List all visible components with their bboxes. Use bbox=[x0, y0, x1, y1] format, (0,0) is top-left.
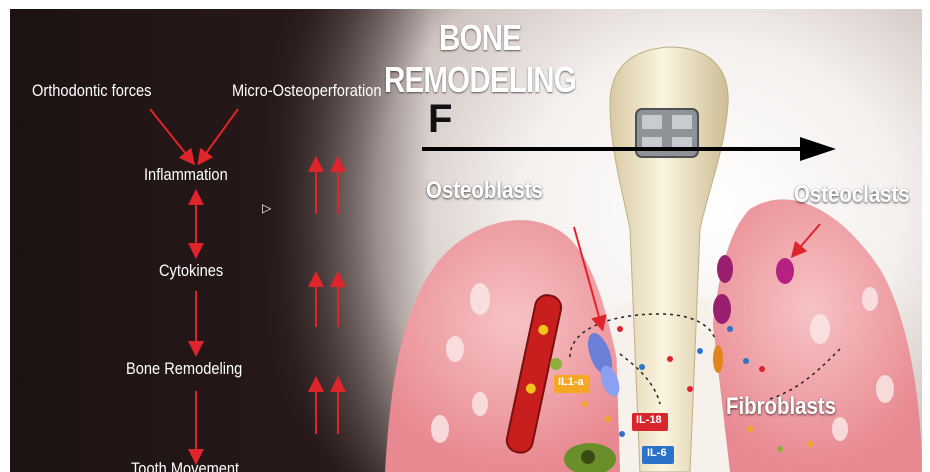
diagram-frame: BONE REMODELING Orthodontic forces Micro… bbox=[10, 9, 922, 472]
il1a-tag: IL1-a bbox=[558, 376, 584, 388]
bone-remodeling-label: Bone Remodeling bbox=[126, 359, 242, 379]
diagram-title: BONE REMODELING bbox=[341, 17, 620, 101]
osteoclasts-label: Osteoclasts bbox=[794, 181, 910, 209]
force-label: F bbox=[428, 97, 452, 142]
fibroblasts-label: Fibroblasts bbox=[726, 393, 836, 421]
osteoblasts-label: Osteoblasts bbox=[426, 177, 543, 205]
il18-tag: IL-18 bbox=[636, 414, 662, 426]
micro-osteoperforation-label: Micro-Osteoperforation bbox=[232, 81, 382, 101]
flow-arrows bbox=[150, 109, 238, 457]
cursor-icon: ▷ bbox=[262, 201, 271, 215]
force-arrowhead bbox=[800, 137, 836, 161]
inflammation-label: Inflammation bbox=[144, 165, 228, 185]
tooth-movement-label: Tooth Movement bbox=[131, 459, 239, 472]
right-gum bbox=[700, 199, 922, 472]
cytokines-label: Cytokines bbox=[159, 261, 223, 281]
increase-arrows bbox=[316, 164, 338, 434]
il6-tag: IL-6 bbox=[647, 447, 667, 459]
orthodontic-forces-label: Orthodontic forces bbox=[32, 81, 151, 101]
